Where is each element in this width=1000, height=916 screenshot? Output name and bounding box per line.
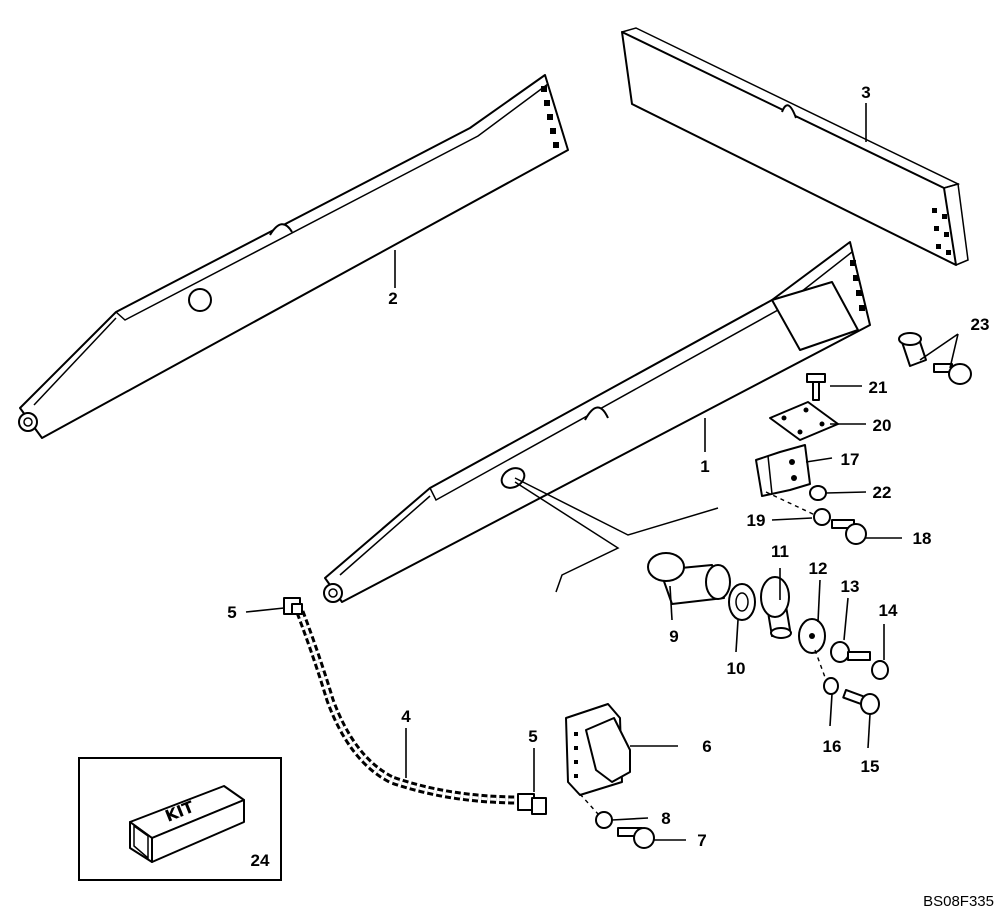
callout-8: 8 <box>661 809 670 828</box>
callout-11: 11 <box>771 542 789 561</box>
pin-bore-guide <box>514 477 719 593</box>
callout-labels: 3 2 1 23 21 20 17 22 19 18 11 12 13 14 9… <box>227 83 989 870</box>
callout-21: 21 <box>869 378 888 397</box>
bushing-part-11 <box>760 576 792 639</box>
leader-lines <box>245 103 959 841</box>
bushing-part-23 <box>898 332 927 367</box>
chain-part-4 <box>295 610 521 805</box>
callout-20: 20 <box>873 416 892 435</box>
bolt-part-18 <box>831 519 867 545</box>
callout-10: 10 <box>727 659 746 678</box>
bracket-part-17 <box>755 444 811 497</box>
callout-19: 19 <box>747 511 766 530</box>
bolt-part-23 <box>933 363 972 385</box>
callout-2: 2 <box>388 289 397 308</box>
kit-box-part-24: KIT <box>78 757 282 881</box>
assembly-line-17-19 <box>765 491 816 516</box>
callout-17: 17 <box>841 450 860 469</box>
assembly-line-6-8 <box>579 793 599 815</box>
callout-5-top: 5 <box>227 603 236 622</box>
washer-part-10 <box>728 583 756 621</box>
lockwasher-part-16 <box>823 677 839 695</box>
callout-9: 9 <box>669 627 678 646</box>
shackle-part-5-top <box>283 597 303 615</box>
callout-14: 14 <box>879 601 898 620</box>
callout-1: 1 <box>700 457 709 476</box>
callout-15: 15 <box>861 757 880 776</box>
nut-part-14 <box>871 660 889 680</box>
callout-16: 16 <box>823 737 842 756</box>
callout-23: 23 <box>971 315 990 334</box>
callout-13: 13 <box>841 577 860 596</box>
callout-6: 6 <box>702 737 711 756</box>
plate-part-20 <box>769 401 839 441</box>
pin-part-9 <box>647 552 731 605</box>
callout-3: 3 <box>861 83 870 102</box>
nut-part-22 <box>809 485 827 501</box>
figure-reference: BS08F335 <box>923 893 994 910</box>
bolt-part-13 <box>830 641 871 663</box>
assembly-line-12-16 <box>814 649 827 681</box>
bolt-part-15 <box>842 688 880 715</box>
callout-7: 7 <box>697 831 706 850</box>
callout-5-bottom: 5 <box>528 727 537 746</box>
arm-part-2 <box>18 74 569 439</box>
beam-part-3 <box>621 27 969 266</box>
callout-24: 24 <box>251 851 270 870</box>
bracket-part-6 <box>565 703 631 796</box>
callout-12: 12 <box>809 559 828 578</box>
lockwasher-part-8 <box>595 811 613 829</box>
shackle-part-5-bottom <box>517 793 547 815</box>
plate-part-12 <box>798 618 826 654</box>
arm-part-1 <box>323 241 871 603</box>
callout-4: 4 <box>401 707 411 726</box>
washer-part-19 <box>813 508 831 526</box>
callout-18: 18 <box>913 529 932 548</box>
callout-22: 22 <box>873 483 892 502</box>
screw-part-21 <box>806 373 826 401</box>
bolt-part-7 <box>617 827 655 849</box>
